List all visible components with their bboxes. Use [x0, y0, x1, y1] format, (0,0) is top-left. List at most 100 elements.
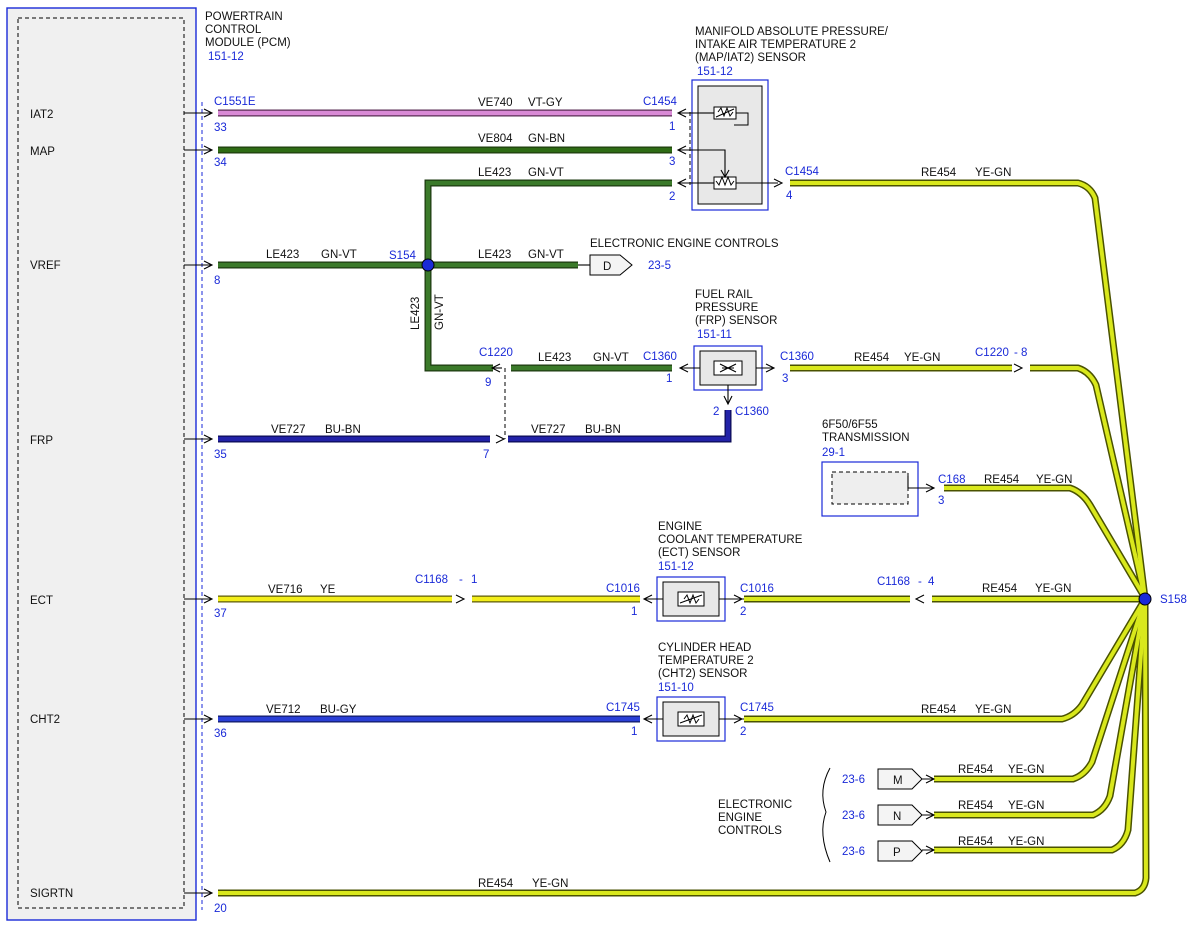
transmission-ref: 29-1	[822, 447, 845, 459]
wire-le423-map-color: GN-VT	[528, 167, 564, 179]
wire-re454-ect-circuit: RE454	[982, 583, 1018, 595]
frp-sensor-ref: 151-11	[697, 329, 732, 341]
wire-ect-color: YE	[320, 584, 336, 596]
wire-frp[interactable]	[218, 410, 732, 443]
pcm-module[interactable]	[6, 7, 197, 921]
eec-bottom-title-1: ELECTRONIC	[718, 799, 792, 811]
eec-flag-n[interactable]: N	[877, 804, 923, 826]
pcm-pin-leads	[184, 108, 214, 898]
frp-pin-arrows	[678, 363, 776, 406]
wire-frp-sensor-color: BU-BN	[585, 424, 621, 436]
ect-connector-left: C1016	[606, 583, 640, 595]
eec-d-flag[interactable]: D	[589, 254, 633, 276]
wire-re454-n-color: YE-GN	[1008, 800, 1044, 812]
pcm-pin-iat2: IAT2	[30, 109, 53, 121]
wire-re454-frp-color: YE-GN	[904, 352, 940, 364]
c1220-left-connector	[490, 363, 506, 444]
cht2-sensor-title-2: TEMPERATURE 2	[658, 655, 754, 667]
cht2-connector-right: C1745	[740, 702, 774, 714]
cht2-pin-1: 1	[631, 726, 637, 738]
c1168-ect-arrow	[455, 594, 466, 604]
wire-re454-n-circuit: RE454	[958, 800, 994, 812]
eec-flag-n-ref: 23-6	[842, 810, 865, 822]
map-sensor-body[interactable]	[691, 79, 769, 211]
wire-re454-harness[interactable]	[218, 179, 1150, 897]
eec-top-ref: 23-5	[648, 260, 671, 272]
eec-bottom-title-3: CONTROLS	[718, 825, 782, 837]
cht2-connector-left: C1745	[606, 702, 640, 714]
ect-sensor-body[interactable]	[656, 576, 726, 622]
splice-s154-label: S154	[389, 250, 416, 262]
c1220-right-arrow	[1013, 363, 1024, 373]
cht2-sensor-ref: 151-10	[658, 682, 694, 694]
eec-flag-m[interactable]: M	[877, 768, 923, 790]
frp-sensor-title-1: FUEL RAIL	[695, 289, 753, 301]
wire-re454-p-color: YE-GN	[1008, 836, 1044, 848]
eec-flag-m-letter: M	[893, 775, 903, 787]
c1168-re-label: C1168	[877, 576, 910, 588]
wire-re454-trans-color: YE-GN	[1036, 474, 1072, 486]
cht2-sensor-title-3: (CHT2) SENSOR	[658, 668, 747, 680]
wire-le423-eec-color: GN-VT	[528, 249, 564, 261]
ect-sensor-title-1: ENGINE	[658, 521, 702, 533]
wire-re454-trans-circuit: RE454	[984, 474, 1020, 486]
wire-le423-vert-circuit: LE423	[410, 297, 422, 330]
eec-top-title: ELECTRONIC ENGINE CONTROLS	[590, 238, 779, 250]
cht2-pin-2: 2	[740, 726, 746, 738]
map-sensor-title-2: INTAKE AIR TEMPERATURE 2	[695, 39, 856, 51]
frp-sensor-title-3: (FRP) SENSOR	[695, 315, 777, 327]
transmission-lead	[907, 476, 934, 489]
wire-re454-sigrtn-circuit: RE454	[478, 878, 514, 890]
pcm-pin-number-8: 8	[214, 275, 220, 287]
c1220-left-label: C1220	[479, 347, 513, 359]
wire-le423-frp-color: GN-VT	[593, 352, 629, 364]
c1168-ect-pin: 1	[471, 574, 477, 586]
map-connector-left: C1454	[643, 96, 677, 108]
c1220-right-dash: -	[1014, 347, 1018, 359]
c1220-pin-9: 9	[485, 377, 491, 389]
c1220-right-label: C1220	[975, 347, 1009, 359]
wire-re454-cht2-circuit: RE454	[921, 704, 957, 716]
map-sensor-ref: 151-12	[697, 66, 733, 78]
pcm-pin-ect: ECT	[30, 595, 53, 607]
transmission-body[interactable]	[821, 461, 919, 517]
wire-map-color: GN-BN	[528, 133, 565, 145]
wire-map-circuit: VE804	[478, 133, 513, 145]
c1220-right-pin: 8	[1021, 347, 1027, 359]
map-sensor-pressure-icon	[700, 112, 778, 190]
eec-flag-p-arrow	[922, 845, 936, 855]
pcm-title-3: MODULE (PCM)	[205, 37, 291, 49]
splice-s158[interactable]	[1138, 592, 1152, 606]
wire-re454-ect-color: YE-GN	[1035, 583, 1071, 595]
wire-le423-map-circuit: LE423	[478, 167, 511, 179]
pcm-pin-map: MAP	[30, 146, 55, 158]
pcm-pin-number-34: 34	[214, 157, 227, 169]
ect-pin-1: 1	[631, 606, 637, 618]
wire-frp-sensor-circuit: VE727	[531, 424, 566, 436]
eec-flag-p[interactable]: P	[877, 840, 923, 862]
map-sensor-thermistor-icon	[713, 106, 749, 126]
map-pin-2: 2	[669, 191, 675, 203]
pcm-pin-number-33: 33	[214, 122, 227, 134]
eec-bottom-title-2: ENGINE	[718, 812, 762, 824]
frp-sensor-transducer-icon	[713, 360, 743, 376]
wire-le423-vert-color: GN-VT	[434, 294, 446, 330]
wire-le423-network[interactable]	[218, 179, 672, 372]
eec-bottom-bracket	[822, 767, 831, 863]
c1168-re-arrow	[914, 594, 925, 604]
pcm-pin-vref: VREF	[30, 260, 61, 272]
transmission-pin: 3	[938, 495, 944, 507]
map-pin-1: 1	[669, 121, 675, 133]
transmission-title-2: TRANSMISSION	[822, 432, 910, 444]
c1168-re-dash: -	[918, 576, 922, 588]
eec-flag-m-ref: 23-6	[842, 774, 865, 786]
pcm-title-1: POWERTRAIN	[205, 11, 283, 23]
map-sensor-title-3: (MAP/IAT2) SENSOR	[695, 52, 806, 64]
map-connector-right: C1454	[785, 166, 819, 178]
c1220-pin-7: 7	[483, 449, 489, 461]
frp-pin-3: 3	[782, 373, 788, 385]
wire-iat2-color: VT-GY	[528, 97, 563, 109]
transmission-title-1: 6F50/6F55	[822, 419, 878, 431]
splice-s154[interactable]	[421, 258, 435, 272]
